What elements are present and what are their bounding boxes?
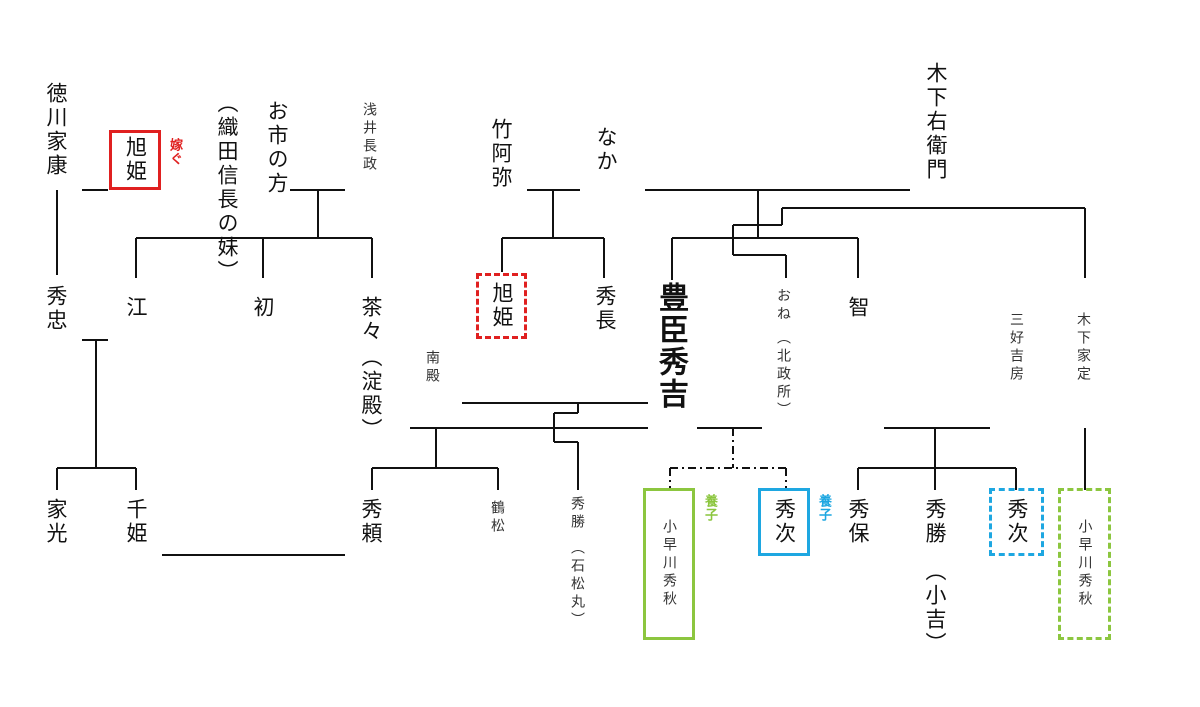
person-chikuami: 竹阿弥: [489, 118, 513, 190]
person-senhime: 千姫: [124, 498, 148, 546]
person-tsurumatsu: 鶴松: [489, 500, 505, 536]
person-tokugawa-ieyasu: 徳川家康: [44, 82, 68, 178]
person-one-note: （北政所）: [775, 330, 791, 420]
person-hideyasu: 秀保: [846, 498, 870, 546]
person-chacha: 茶々: [359, 296, 383, 344]
person-kobayakawa: 小早川秀秋: [1076, 519, 1093, 609]
person-one: おね: [775, 288, 791, 324]
person-iemitsu: 家光: [44, 498, 68, 546]
tag-marry: 嫁ぐ: [167, 138, 182, 166]
person-hidetsugu-adopted: 秀次: [772, 498, 797, 546]
kobayakawa-adopted-box: 小早川秀秋: [643, 488, 695, 640]
person-naka: なか: [594, 126, 618, 174]
person-hidekatsu-ogou-note: （小吉）: [923, 560, 947, 656]
person-toyotomi-hideyoshi: 豊臣秀吉: [653, 282, 688, 410]
kobayakawa-box: 小早川秀秋: [1058, 488, 1111, 640]
person-miyoshi-yoshifusa: 三好吉房: [1008, 312, 1024, 384]
hidetsugu-box: 秀次: [989, 488, 1044, 556]
person-hideyori: 秀頼: [359, 498, 383, 546]
person-asahi-hime: 旭姫: [490, 282, 514, 330]
tag-adopted-1: 養子: [702, 494, 717, 522]
person-tomo: 智: [846, 296, 870, 320]
person-chacha-note: （淀殿）: [359, 346, 383, 442]
person-go: 江: [124, 296, 148, 320]
asahi-hime-bride-box: 旭姫: [109, 130, 161, 190]
person-kinoshita-uemon: 木下右衛門: [924, 62, 948, 182]
person-azai-nagamasa: 浅井長政: [361, 102, 377, 174]
person-asahi-hime-bride: 旭姫: [123, 136, 148, 184]
hidetsugu-adopted-box: 秀次: [758, 488, 810, 556]
person-kinoshita-iesada: 木下家定: [1075, 312, 1091, 384]
person-hatsu: 初: [251, 296, 275, 320]
person-hidekatsu-ishimatsu-note: （石松丸）: [569, 540, 585, 630]
person-oichi-note: （織田信長の妹）: [215, 92, 239, 284]
asahi-hime-box: 旭姫: [476, 273, 527, 339]
person-oichi: お市の方: [265, 100, 289, 196]
person-hidetsugu: 秀次: [1005, 498, 1029, 546]
tag-adopted-2: 養子: [816, 494, 831, 522]
person-kobayakawa-adopted: 小早川秀秋: [661, 519, 677, 609]
person-hidenaga: 秀長: [593, 285, 617, 333]
person-hidekatsu-ishimatsu: 秀勝: [569, 496, 585, 532]
person-hidekatsu-ogou: 秀勝: [923, 498, 947, 546]
person-minamidono: 南殿: [424, 350, 440, 386]
person-hidetada: 秀忠: [44, 285, 68, 333]
